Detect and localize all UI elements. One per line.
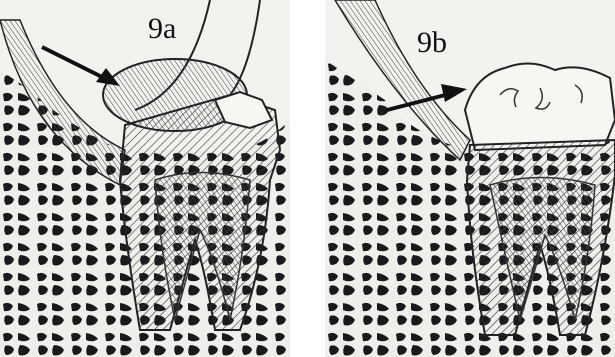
figure-9b-panel: 9b — [325, 0, 615, 357]
figure-label-9a: 9a — [148, 14, 176, 44]
arrow-a — [42, 47, 108, 80]
figure-9b-illustration — [325, 0, 615, 357]
exposed-crown — [465, 63, 615, 150]
figure-9a-illustration — [0, 0, 290, 357]
figure-9a-panel: 9a — [0, 0, 290, 357]
figure-label-9b: 9b — [417, 28, 447, 58]
